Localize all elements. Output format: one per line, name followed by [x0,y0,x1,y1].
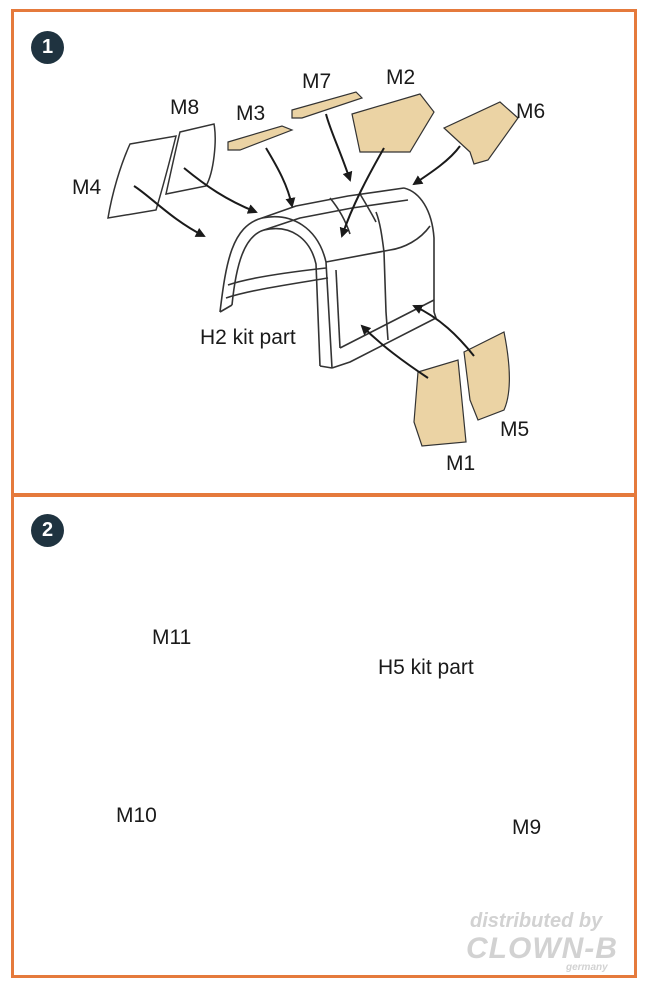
label-m4: M4 [72,176,102,199]
step-1-arrows [133,113,475,379]
label-m6: M6 [516,100,546,123]
mask-m7 [291,91,364,119]
step-2-badge: 2 [31,514,64,547]
label-m2: M2 [386,66,416,89]
label-m1: M1 [446,452,476,475]
step-1-badge: 1 [31,31,64,64]
label-h5-kit-part: H5 kit part [378,656,474,679]
label-h2-kit-part: H2 kit part [200,326,296,349]
watermark-line3: germany [566,962,608,973]
label-m10: M10 [116,804,157,827]
watermark-line1: distributed by [470,910,603,932]
watermark-logo: CLOWN-B [466,932,618,965]
label-m7: M7 [302,70,332,93]
label-m8: M8 [170,96,200,119]
label-m9: M9 [512,816,542,839]
mask-m6 [442,101,519,165]
mask-m4 [107,135,178,219]
mask-m5 [463,331,510,421]
label-m3: M3 [236,102,266,125]
mask-m3 [227,125,294,151]
label-m5: M5 [500,418,530,441]
mask-m1 [413,359,467,447]
label-m11: M11 [152,626,192,649]
step-2-panel [11,494,637,978]
mask-m8 [165,123,216,195]
mask-m2 [351,93,435,153]
